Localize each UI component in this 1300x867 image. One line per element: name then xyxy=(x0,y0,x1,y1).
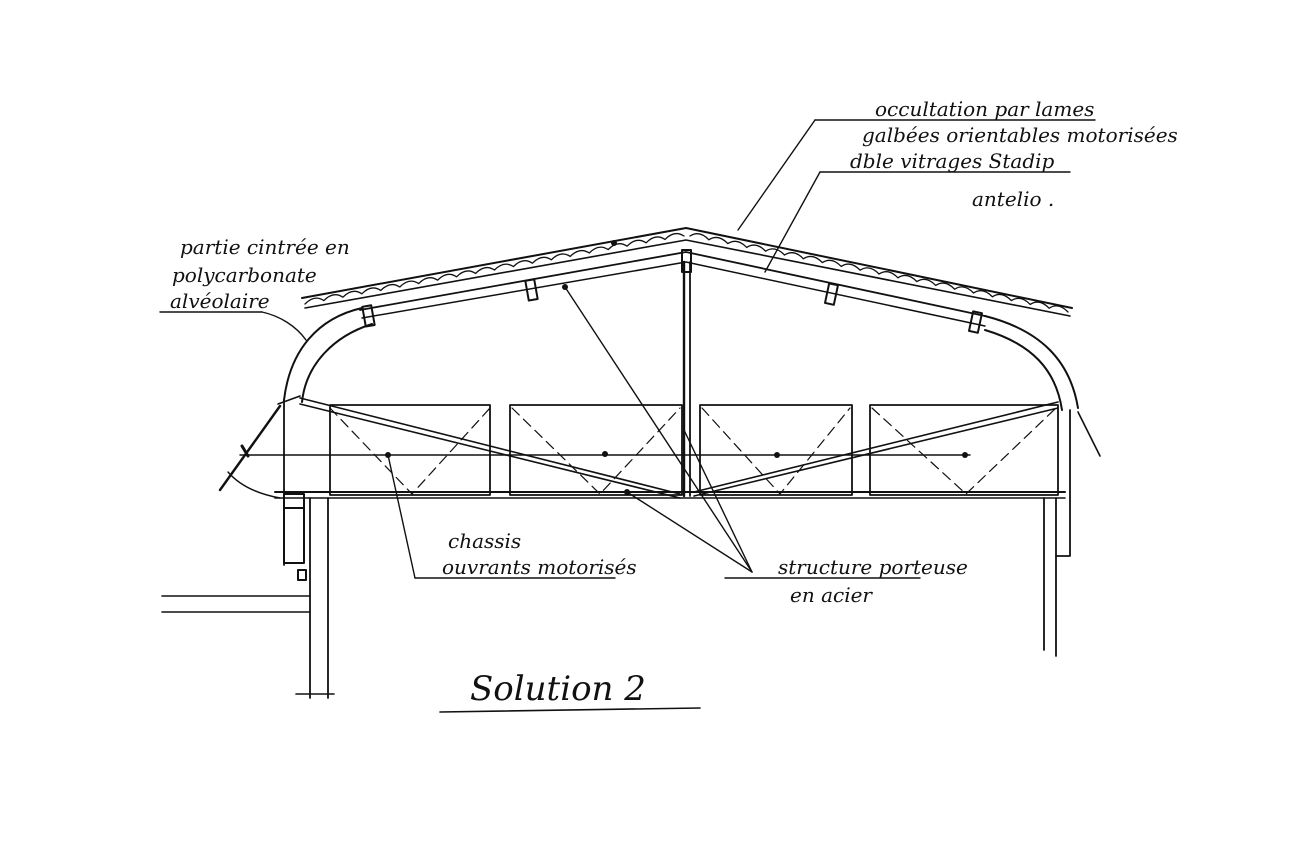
label-vitrage-line1: dble vitrages Stadip xyxy=(850,149,1055,173)
drawing-title: Solution 2 xyxy=(470,669,646,709)
annotation-chassis: chassis ouvrants motorisés xyxy=(442,529,637,579)
label-cintree-line2: polycarbonate xyxy=(172,263,317,287)
label-structure-line1: structure porteuse xyxy=(778,555,968,579)
label-occultation-line1: occultation par lames xyxy=(875,97,1094,121)
label-chassis-line2: ouvrants motorisés xyxy=(442,555,637,579)
annotation-structure: structure porteuse en acier xyxy=(778,555,968,607)
opening-chassis xyxy=(329,240,1059,496)
roof-glazing xyxy=(359,249,986,334)
label-vitrage-line2: antelio . xyxy=(972,187,1054,211)
label-structure-line2: en acier xyxy=(790,583,873,607)
steel-structure xyxy=(239,260,1066,499)
label-occultation-line2: galbées orientables motorisées xyxy=(862,123,1178,147)
leader-lines xyxy=(159,119,1096,713)
roof-louvers xyxy=(301,227,1073,317)
annotation-occultation: occultation par lames galbées orientable… xyxy=(862,97,1178,147)
annotation-partie-cintree: partie cintrée en polycarbonate alvéolai… xyxy=(170,235,350,313)
label-cintree-line1: partie cintrée en xyxy=(180,235,350,259)
annotation-vitrage: dble vitrages Stadip antelio . xyxy=(850,149,1055,211)
curved-polycarbonate xyxy=(277,307,1079,411)
label-cintree-line3: alvéolaire xyxy=(170,289,270,313)
label-chassis-line1: chassis xyxy=(448,529,521,553)
walls xyxy=(161,399,1101,699)
